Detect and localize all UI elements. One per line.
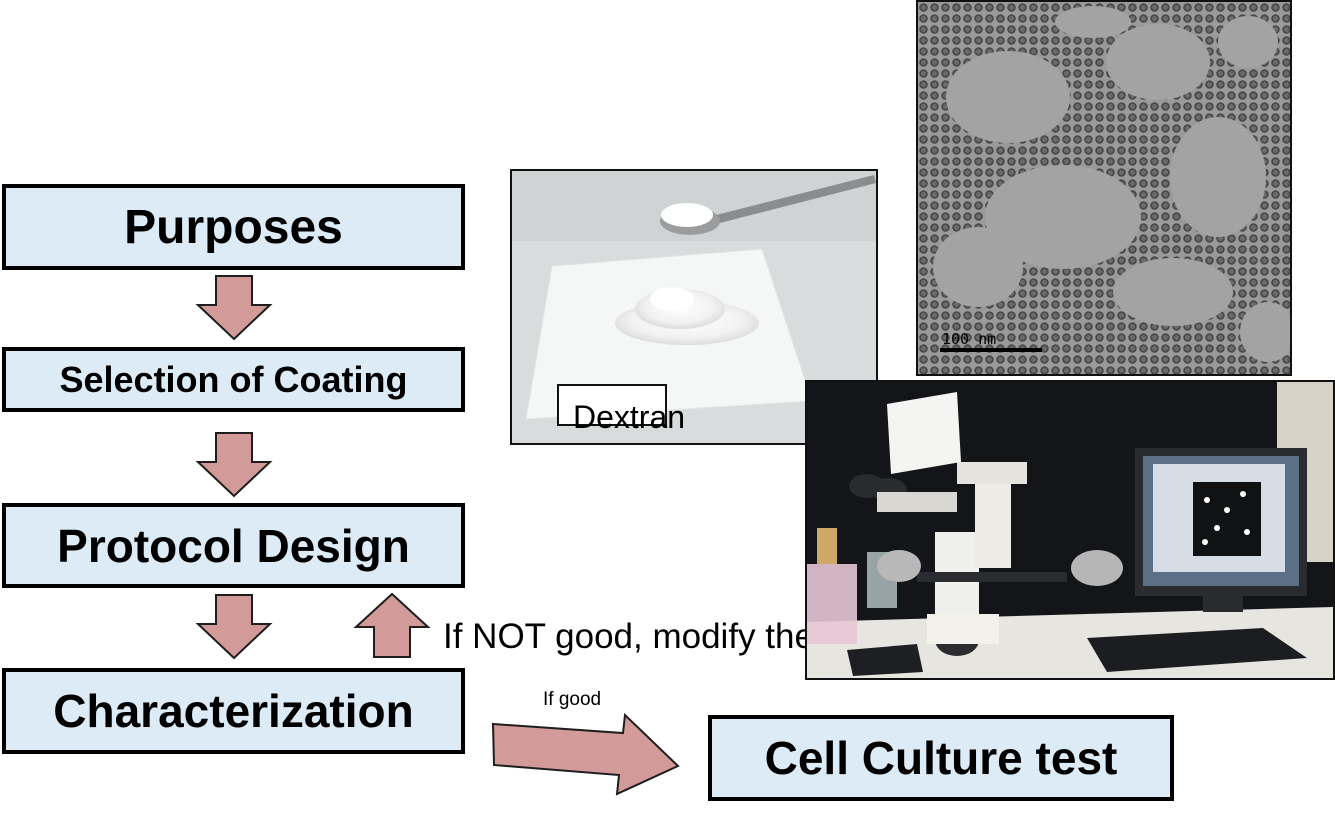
down-arrow-icon bbox=[195, 432, 273, 498]
tem-particle-field bbox=[918, 2, 1290, 374]
step-purposes-label: Purposes bbox=[124, 200, 343, 254]
step-characterization-label: Characterization bbox=[53, 685, 414, 737]
tem-micrograph: 100 nm bbox=[916, 0, 1292, 376]
dextran-label-box bbox=[557, 384, 667, 426]
tem-scale-bar-label: 100 nm bbox=[942, 330, 997, 348]
step-characterization: Characterization bbox=[2, 668, 465, 754]
microscope-setup-photo bbox=[805, 380, 1335, 680]
step-cell-culture-test: Cell Culture test bbox=[708, 715, 1174, 801]
step-protocol-label: Protocol Design bbox=[57, 519, 410, 572]
step-selection-label: Selection of Coating bbox=[59, 358, 408, 400]
down-arrow-icon bbox=[195, 594, 273, 660]
down-arrow-icon bbox=[195, 275, 273, 341]
step-cell-culture-label: Cell Culture test bbox=[764, 732, 1118, 784]
microscope-scene bbox=[807, 382, 1333, 678]
step-protocol-design: Protocol Design bbox=[2, 503, 465, 588]
note-if-good: If good bbox=[543, 689, 602, 710]
step-purposes: Purposes bbox=[2, 184, 465, 270]
step-selection-of-coating: Selection of Coating bbox=[2, 347, 465, 412]
dextran-label: Dextran bbox=[573, 399, 686, 435]
right-arrow-icon bbox=[491, 712, 680, 796]
up-arrow-icon bbox=[353, 592, 431, 658]
